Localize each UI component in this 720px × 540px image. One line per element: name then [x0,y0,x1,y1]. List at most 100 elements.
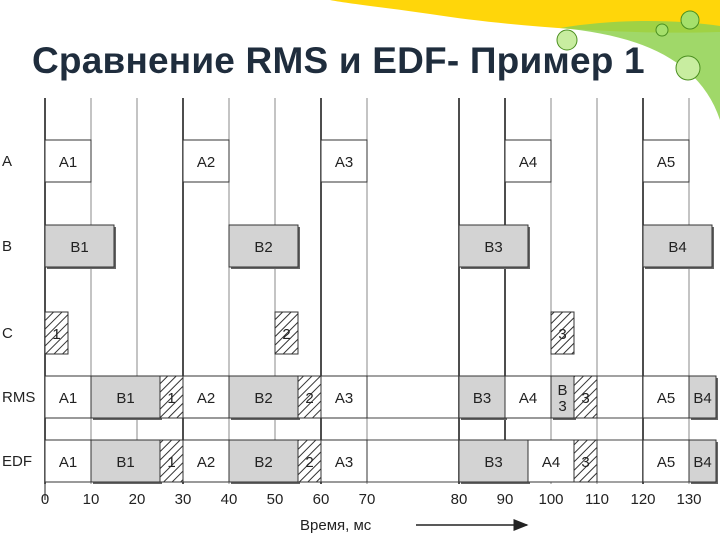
task-block-rms: A5 [642,375,690,419]
x-tick-label: 60 [313,491,330,508]
task-block-b: B2 [228,224,300,269]
task-block-rms: B3 [458,375,507,420]
task-label: B2 [254,239,272,256]
task-block-edf: A3 [320,439,368,483]
task-rect [550,311,575,355]
task-block-c: 3 [550,311,575,355]
water-drop-icon [556,29,578,51]
task-label: A5 [657,390,675,407]
slide-title: Сравнение RMS и EDF- Пример 1 [32,40,645,81]
task-block-edf: 2 [297,439,322,483]
x-tick-label: 120 [630,491,655,508]
task-block-rms: B3 [550,375,576,420]
task-block-rms: 3 [573,375,598,419]
task-rect [90,375,161,419]
task-label: B1 [116,454,134,471]
task-rect [44,311,69,355]
task-block-rms: 1 [159,375,184,419]
row-label-edf: EDF [2,453,32,470]
x-tick-label: 110 [585,491,609,508]
task-block-edf: 1 [159,439,184,483]
task-block-edf: A5 [642,439,690,483]
task-label: B3 [484,239,502,256]
task-label: A1 [59,390,77,407]
task-label: 2 [282,326,290,343]
task-block-a: A3 [320,139,368,183]
task-block-rms: A4 [504,375,552,419]
task-label: 3 [581,454,589,471]
task-label: 3 [558,398,566,415]
task-rect [44,139,92,183]
x-tick-label: 90 [497,491,514,508]
task-rect [44,224,115,268]
task-label: A5 [657,154,675,171]
task-block-b: B1 [44,224,116,269]
water-drop-icon [675,55,701,81]
task-label: B2 [254,390,272,407]
green-swoosh-shape [560,21,720,120]
task-label: B3 [484,454,502,471]
task-block-edf: B4 [688,439,718,484]
x-tick-label: 100 [538,491,563,508]
task-label: B4 [668,239,686,256]
x-axis-label: Время, мс [300,517,372,534]
task-block-rms: A3 [320,375,368,419]
x-tick-label: 10 [83,491,100,508]
task-label: A3 [335,454,353,471]
task-rect [182,375,230,419]
task-rect [44,439,92,483]
task-label: A2 [197,390,215,407]
task-label: 1 [167,454,175,471]
task-label: 3 [581,390,589,407]
task-rect [458,439,529,483]
row-label-c: C [2,325,13,342]
task-block-rms: 2 [297,375,322,419]
task-rect [688,375,717,419]
task-label: 3 [558,326,566,343]
task-rect [182,139,230,183]
task-rect [458,375,506,419]
task-rect [320,375,368,419]
task-rect [688,439,717,483]
task-block-edf: B3 [458,439,530,484]
task-rect [504,139,552,183]
x-tick-label: 80 [451,491,468,508]
x-tick-label: 20 [129,491,146,508]
task-block-edf: 3 [573,439,598,483]
task-block-edf: B1 [90,439,162,484]
task-label: A2 [197,154,215,171]
task-rect [642,224,713,268]
task-block-rms: A2 [182,375,230,419]
task-label: A1 [59,454,77,471]
x-tick-label: 40 [221,491,238,508]
task-block-edf: A1 [44,439,92,483]
task-label: 1 [167,390,175,407]
task-block-edf: A4 [527,439,575,483]
task-rect [573,439,598,483]
x-tick-label: 0 [41,491,49,508]
task-block-rms: B1 [90,375,162,420]
task-label: A4 [519,154,537,171]
row-label-b: B [2,238,12,255]
task-block-c: 2 [274,311,299,355]
water-drop-icon [680,10,700,30]
task-rect [44,375,92,419]
task-block-a: A4 [504,139,552,183]
task-block-a: A1 [44,139,92,183]
x-tick-label: 30 [175,491,192,508]
task-label: 2 [305,390,313,407]
task-block-a: A2 [182,139,230,183]
task-label: A4 [519,390,537,407]
task-block-a: A5 [642,139,690,183]
task-label: B4 [693,390,711,407]
task-block-rms: B2 [228,375,300,420]
task-rect [642,375,690,419]
task-label: 1 [52,326,60,343]
row-label-rms: RMS [2,389,35,406]
water-drop-icon [655,23,669,37]
task-label: B [557,382,567,399]
task-block-rms: A1 [44,375,92,419]
task-label: 2 [305,454,313,471]
